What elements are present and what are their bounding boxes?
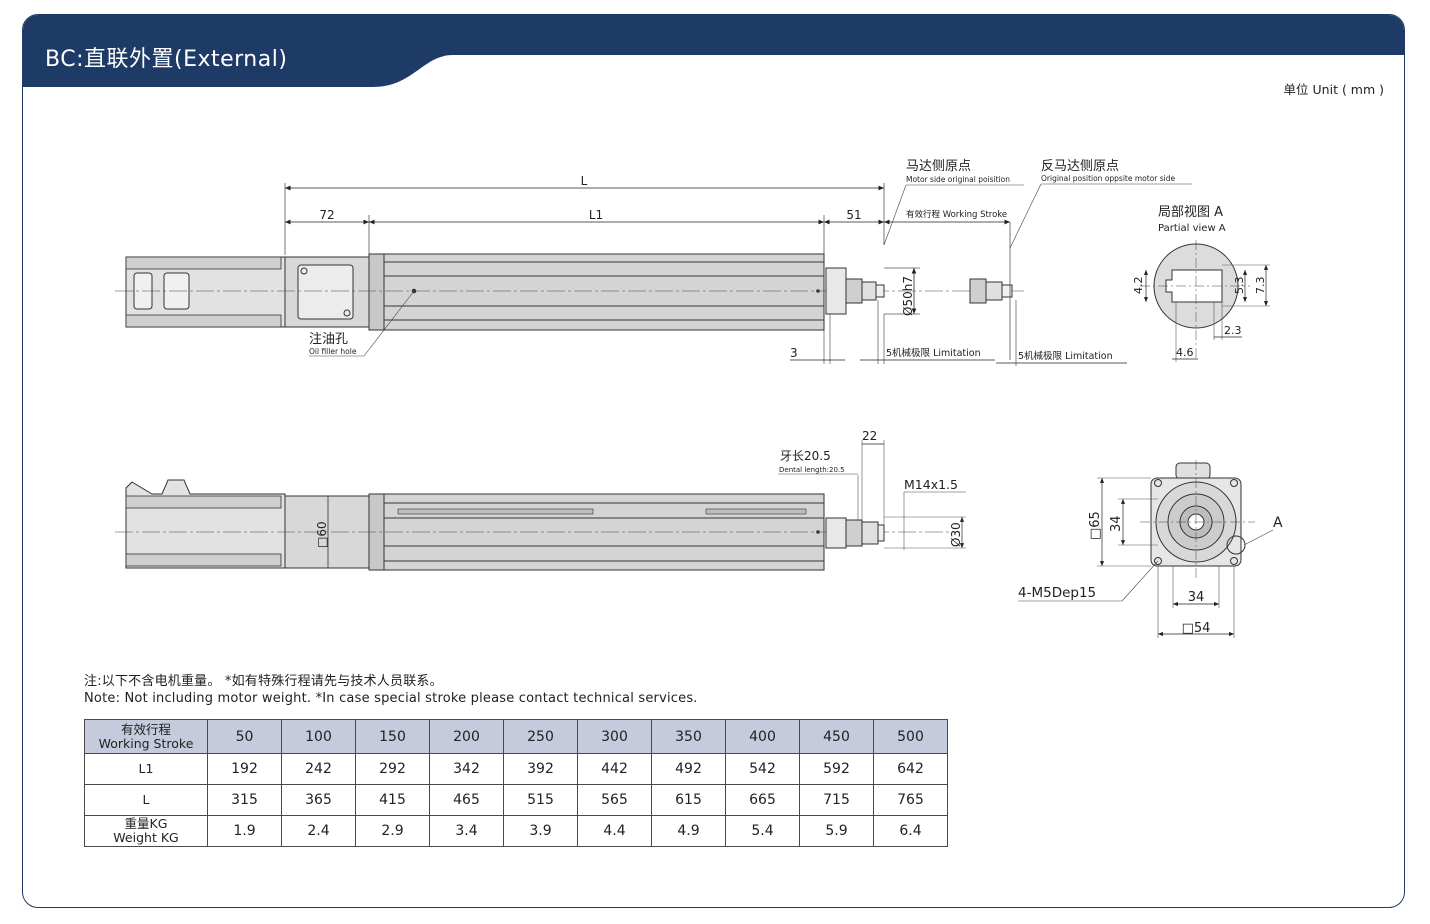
table-cell: 342	[429, 753, 504, 785]
table-cell: 642	[873, 753, 948, 785]
note-en: Note: Not including motor weight. *In ca…	[84, 691, 698, 706]
row-label: L1	[84, 753, 208, 785]
stroke-cell: 150	[355, 719, 430, 754]
dim-sq65: □65	[1088, 511, 1103, 540]
header-banner	[23, 15, 1404, 87]
dim-4-6: 4.6	[1176, 346, 1194, 359]
table-cell: 3.9	[503, 815, 578, 847]
limitation-2: 5机械极限 Limitation	[1018, 350, 1113, 362]
stroke-cell: 250	[503, 719, 578, 754]
dim-7-3: 7.3	[1254, 277, 1267, 295]
dim-34-vertical: 34	[1109, 515, 1124, 532]
table-cell: 442	[577, 753, 652, 785]
table-cell: 542	[725, 753, 800, 785]
dim-22: 22	[862, 429, 877, 443]
dim-4-2: 4.2	[1132, 277, 1145, 295]
table-cell: 2.4	[281, 815, 356, 847]
working-stroke-label: 有效行程 Working Stroke	[906, 209, 1007, 220]
thread-m14: M14x1.5	[904, 477, 958, 492]
dim-L: L	[581, 174, 588, 188]
table-cell: 5.9	[799, 815, 874, 847]
table-cell: 492	[651, 753, 726, 785]
motor-side-en: Motor side original poisition	[906, 175, 1010, 184]
dim-5-3: 5.3	[1233, 277, 1246, 295]
technical-drawing: L 72 L1 51	[115, 159, 1283, 638]
partial-title-cn: 局部视图 A	[1158, 205, 1223, 220]
side-view: □60 22 牙长20.5 Dental length:20.5 M14x1.5	[115, 429, 966, 571]
oil-hole-cn: 注油孔	[309, 332, 348, 347]
dim-phi50: Ø50h7	[901, 276, 915, 316]
table-cell: 5.4	[725, 815, 800, 847]
table-cell: 1.9	[207, 815, 282, 847]
page-title: BC:直联外置(External)	[45, 47, 288, 72]
dim-34-horizontal: 34	[1188, 590, 1205, 605]
mounting-holes-label: 4-M5Dep15	[1018, 585, 1096, 601]
partial-title-en: Partial view A	[1158, 223, 1226, 234]
view-a-marker: A	[1273, 515, 1283, 531]
table-cell: 465	[429, 784, 504, 816]
dim-sq60: □60	[315, 521, 329, 548]
dim-72: 72	[319, 208, 334, 222]
opp-side-cn: 反马达侧原点	[1041, 159, 1119, 174]
dim-sq54: □54	[1182, 621, 1211, 636]
opp-side-en: Original position oppsite motor side	[1041, 174, 1176, 183]
table-cell: 192	[207, 753, 282, 785]
table-cell: 665	[725, 784, 800, 816]
note-cn: 注:以下不含电机重量。 *如有特殊行程请先与技术人员联系。	[84, 674, 443, 689]
table-cell: 392	[503, 753, 578, 785]
dim-3: 3	[790, 346, 798, 360]
partial-view-a: 局部视图 A Partial view A 4.2 5.3 7.3 2.3 4.…	[1132, 205, 1270, 362]
table-cell: 765	[873, 784, 948, 816]
table-cell: 4.9	[651, 815, 726, 847]
row-label: L	[84, 784, 208, 816]
table-cell: 292	[355, 753, 430, 785]
stroke-cell: 400	[725, 719, 800, 754]
table-cell: 242	[281, 753, 356, 785]
table-row-l: L 315 365 415 465 515 565 615 665 715 76…	[84, 784, 948, 816]
table-cell: 715	[799, 784, 874, 816]
table-cell: 315	[207, 784, 282, 816]
header-label-cn: 有效行程	[120, 721, 171, 737]
unit-label: 单位 Unit ( mm )	[1283, 82, 1384, 97]
table-cell: 4.4	[577, 815, 652, 847]
table-cell: 6.4	[873, 815, 948, 847]
table-cell: 565	[577, 784, 652, 816]
table-cell: 515	[503, 784, 578, 816]
stroke-cell: 500	[873, 719, 948, 754]
thread-length-cn: 牙长20.5	[780, 449, 831, 463]
stroke-cell: 200	[429, 719, 504, 754]
oil-hole-en: Oil filler hole	[309, 347, 357, 356]
table-header-row: 有效行程 Working Stroke 50 100 150 200 250 3…	[84, 719, 948, 754]
table-row-l1: L1 192 242 292 342 392 442 492 542 592 6…	[84, 753, 948, 785]
dim-2-3: 2.3	[1224, 324, 1242, 337]
dim-L1: L1	[589, 208, 603, 222]
stroke-cell: 300	[577, 719, 652, 754]
table-cell: 415	[355, 784, 430, 816]
stroke-cell: 50	[207, 719, 282, 754]
limitation-1: 5机械极限 Limitation	[886, 347, 981, 359]
stroke-cell: 100	[281, 719, 356, 754]
dim-51: 51	[846, 208, 861, 222]
spec-card: BC:直联外置(External) 单位 Unit ( mm )	[22, 14, 1405, 908]
thread-length-en: Dental length:20.5	[779, 466, 845, 474]
dim-phi30: Ø30	[949, 522, 963, 547]
table-row-weight: 重量KG Weight KG 1.9 2.4 2.9 3.4 3.9 4.4 4…	[84, 815, 948, 847]
end-view: □65 34 34 □54 A 4-M5Dep15	[1018, 460, 1283, 638]
table-cell: 615	[651, 784, 726, 816]
table-cell: 3.4	[429, 815, 504, 847]
motor-side-cn: 马达侧原点	[906, 159, 971, 174]
spec-table: 有效行程 Working Stroke 50 100 150 200 250 3…	[84, 719, 948, 847]
stroke-cell: 450	[799, 719, 874, 754]
table-header-label: 有效行程 Working Stroke	[84, 719, 208, 754]
weight-label-en: Weight KG	[113, 830, 179, 845]
stroke-cell: 350	[651, 719, 726, 754]
row-label: 重量KG Weight KG	[84, 815, 208, 847]
table-cell: 2.9	[355, 815, 430, 847]
top-view: L 72 L1 51	[115, 159, 1192, 366]
table-cell: 365	[281, 784, 356, 816]
table-cell: 592	[799, 753, 874, 785]
weight-label-cn: 重量KG	[124, 816, 168, 831]
header-label-en: Working Stroke	[98, 735, 194, 751]
